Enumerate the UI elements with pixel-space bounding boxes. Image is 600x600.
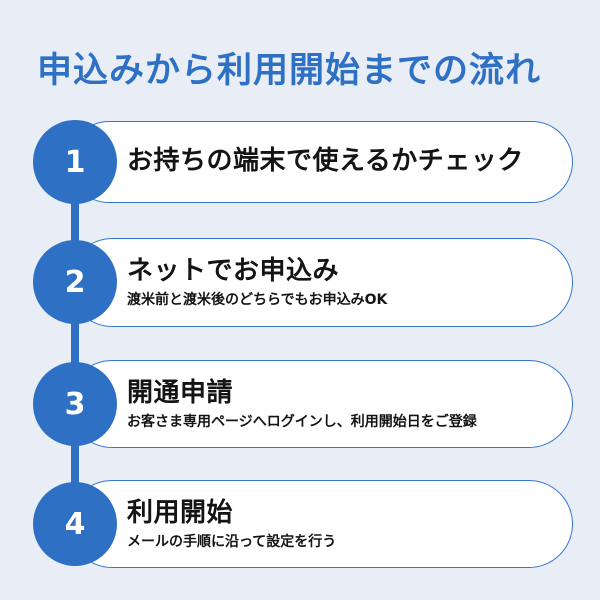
step-card-2: ネットでお申込み 渡米前と渡米後のどちらでもお申込みOK [68, 238, 573, 327]
step-row-1: お持ちの端末で使えるかチェック 1 [0, 120, 600, 204]
step-number-badge-2: 2 [33, 240, 117, 324]
step-card-3: 開通申請 お客さま専用ページへログインし、利用開始日をご登録 [68, 360, 573, 448]
step-heading: ネットでお申込み [127, 256, 340, 286]
step-number: 3 [64, 386, 86, 422]
step-number: 1 [64, 144, 86, 180]
step-row-2: ネットでお申込み 渡米前と渡米後のどちらでもお申込みOK 2 [0, 238, 600, 327]
step-heading: 開通申請 [127, 377, 234, 408]
step-row-3: 開通申請 お客さま専用ページへログインし、利用開始日をご登録 3 [0, 360, 600, 448]
step-heading: 利用開始 [127, 497, 234, 528]
step-number-badge-1: 1 [33, 120, 117, 204]
step-subtitle: メールの手順に沿って設定を行う [127, 533, 337, 550]
step-row-4: 利用開始 メールの手順に沿って設定を行う 4 [0, 480, 600, 568]
step-card-4: 利用開始 メールの手順に沿って設定を行う [68, 480, 573, 568]
step-number-badge-4: 4 [33, 482, 117, 566]
page-title: 申込みから利用開始までの流れ [37, 51, 542, 91]
step-number-badge-3: 3 [33, 362, 117, 446]
step-number: 4 [64, 506, 86, 542]
step-subtitle: お客さま専用ページへログインし、利用開始日をご登録 [127, 413, 477, 430]
step-heading: お持ちの端末で使えるかチェック [127, 146, 524, 177]
step-subtitle: 渡米前と渡米後のどちらでもお申込みOK [127, 292, 388, 309]
step-card-1: お持ちの端末で使えるかチェック [68, 121, 573, 203]
step-number: 2 [64, 264, 86, 300]
flow-connector-line [71, 163, 79, 524]
